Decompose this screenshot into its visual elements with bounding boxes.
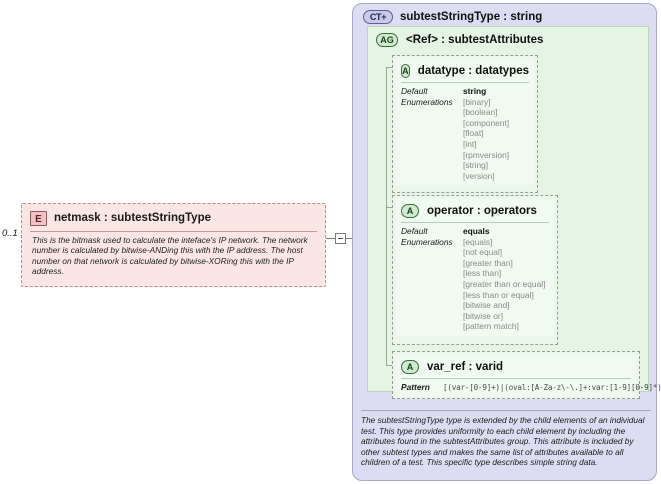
enumeration-item: [less than] [463,268,502,279]
facet-labels-operator: Default Enumerations [401,226,463,332]
facet-block-datatype: Default Enumerations string [binary] [bo… [401,86,529,181]
complex-type-icon[interactable]: CT+ [363,10,393,24]
attribute-title: var_ref : varid [427,360,504,373]
facet-block-varref: Pattern [(var-[0-9]+)|(oval:[A-Za-z\-\.]… [401,382,661,393]
attribute-box-operator[interactable]: A operator : operators Default Enumerati… [392,195,558,345]
tree-connector-vertical [386,67,387,365]
element-title-row: E netmask : subtestStringType [30,209,317,227]
complex-type-header: CT+ subtestStringType : string [363,10,542,24]
enumeration-item: [rpmversion] [463,149,510,160]
enumeration-item: [string] [463,160,489,171]
facet-label-default: Default [401,86,428,96]
default-value: equals [463,226,490,236]
enumeration-item: [pattern match] [463,321,519,332]
divider [401,82,529,83]
enumeration-item: [bitwise or] [463,310,504,321]
attribute-icon: A [401,359,419,374]
enumeration-item: [float] [463,128,484,139]
enumeration-item: [greater than or equal] [463,278,546,289]
enumeration-item: [greater than] [463,257,513,268]
divider [401,222,549,223]
attribute-box-varref[interactable]: A var_ref : varid Pattern [(var-[0-9]+)|… [392,351,661,399]
attribute-group-icon: AG [376,33,398,47]
pattern-value: [(var-[0-9]+)|(oval:[A-Za-z\-\.]+:var:[1… [443,383,661,392]
facet-label-default: Default [401,226,428,236]
complex-type-badge-text: CT [369,12,382,22]
collapse-toggle-icon[interactable] [335,233,346,244]
attribute-group-title: <Ref> : subtestAttributes [406,34,544,46]
facet-labels-datatype: Default Enumerations [401,86,463,181]
enumeration-item: [boolean] [463,107,498,118]
enumeration-item: [equals] [463,236,493,247]
attribute-group-box[interactable]: AG <Ref> : subtestAttributes A datatype … [367,26,661,399]
attribute-group-header: AG <Ref> : subtestAttributes [376,33,543,47]
expand-plus-icon[interactable]: + [381,12,387,22]
enumeration-item: [version] [463,170,495,181]
enumeration-item: [not equal] [463,247,503,258]
enumeration-item: [bitwise and] [463,300,510,311]
enumeration-item: [less than or equal] [463,289,534,300]
enumeration-item: [binary] [463,96,491,107]
enumeration-item: [component] [463,117,510,128]
default-value: string [463,86,487,96]
facet-block-operator: Default Enumerations equals [equals] [no… [401,226,549,332]
attribute-title: operator : operators [427,204,537,217]
attribute-icon: A [401,63,410,78]
connector-line-left [326,238,335,239]
facet-label-pattern: Pattern [401,382,430,392]
facet-values-datatype: string [binary] [boolean] [component] [f… [463,86,509,181]
facet-label-enumerations: Enumerations [401,96,453,107]
attribute-title-row-operator: A operator : operators [401,202,549,219]
divider [30,231,317,232]
element-icon: E [30,210,47,226]
cardinality-label: 0..1 [2,228,18,239]
element-documentation: This is the bitmask used to calculate th… [32,235,308,277]
attribute-box-datatype[interactable]: A datatype : datatypes Default Enumerati… [392,55,538,193]
attribute-title: datatype : datatypes [417,64,529,77]
attribute-title-row-varref: A var_ref : varid [401,358,631,375]
element-title: netmask : subtestStringType [54,212,211,224]
complex-type-documentation: The subtestStringType type is extended b… [361,415,645,468]
element-box-netmask[interactable]: E netmask : subtestStringType This is th… [21,203,326,287]
attribute-title-row-datatype: A datatype : datatypes [401,62,529,79]
divider [401,378,631,379]
complex-type-title: subtestStringType : string [400,11,543,23]
facet-values-operator: equals [equals] [not equal] [greater tha… [463,226,545,332]
facet-label-enumerations: Enumerations [401,236,453,247]
enumeration-item: [int] [463,138,477,149]
complex-type-panel[interactable]: CT+ subtestStringType : string The subte… [352,3,661,481]
attribute-icon: A [401,203,419,218]
documentation-divider [361,410,651,411]
